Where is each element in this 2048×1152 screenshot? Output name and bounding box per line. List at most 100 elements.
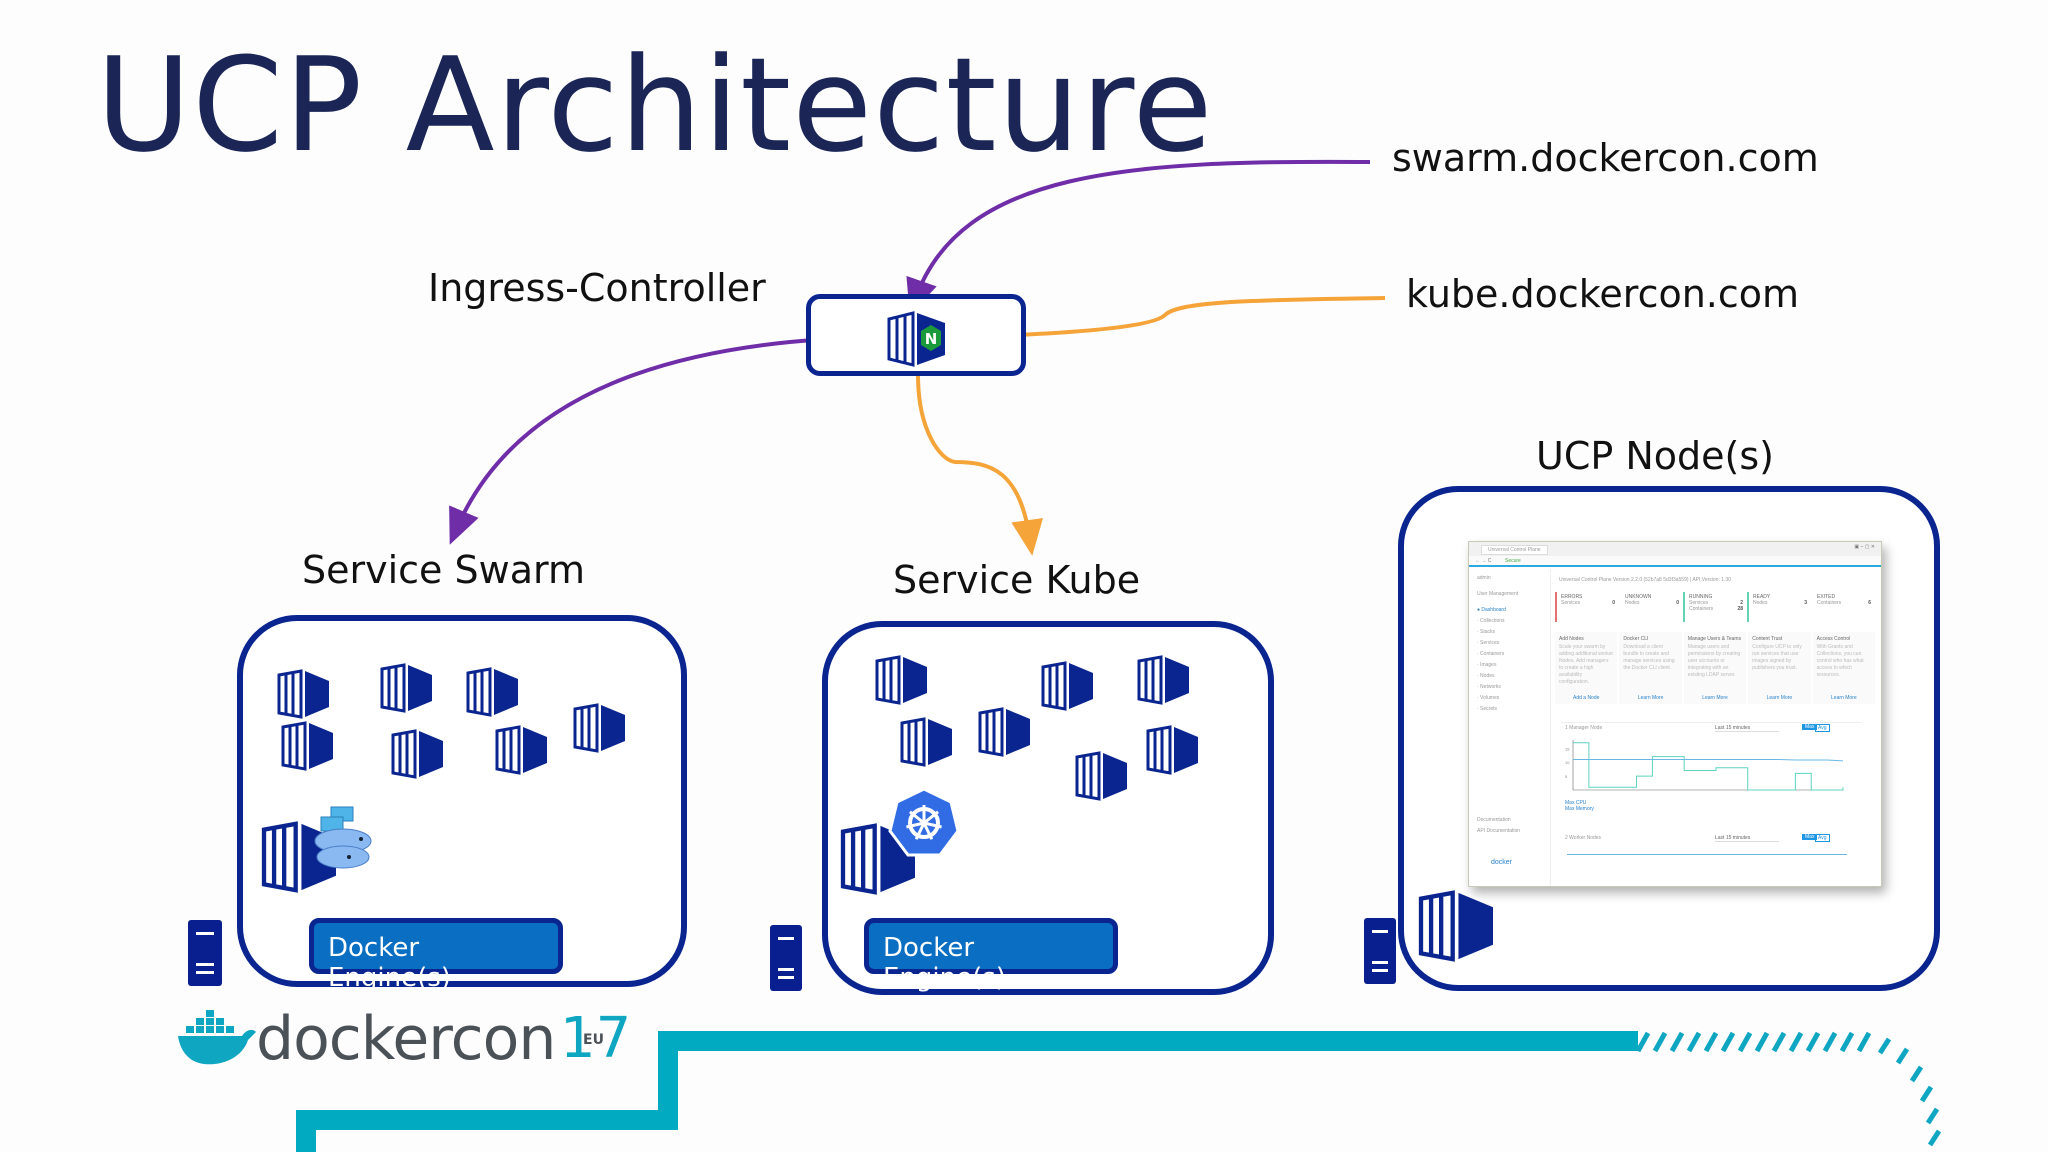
- ingress-controller-label: Ingress-Controller: [428, 266, 766, 310]
- hatch-mark: [1771, 1031, 1787, 1053]
- service-kube-cluster: Docker Engine(s): [822, 621, 1274, 995]
- container-icon: [380, 663, 434, 717]
- kube-docker-engine: Docker Engine(s): [864, 918, 1118, 993]
- hatch-mark: [1652, 1031, 1668, 1053]
- swarm-host-label: swarm.dockercon.com: [1392, 136, 1819, 180]
- hatch-mark: [1703, 1031, 1719, 1053]
- footer-stripe: [658, 1031, 1638, 1051]
- info-card: Manage Users & Teams Manage users and pe…: [1683, 632, 1747, 704]
- container-icon: [1137, 655, 1191, 709]
- legend-max-memory: Max Memory: [1565, 806, 1594, 812]
- sidebar-user: admin: [1477, 575, 1491, 581]
- hatch-mark: [1822, 1031, 1838, 1053]
- docker-swarm-whale-icon: [309, 801, 381, 877]
- window-controls: ▣ – ▢ ✕: [1854, 544, 1875, 550]
- browser-tab: Universal Control Plane: [1481, 545, 1548, 555]
- sidebar-items: ● Dashboard · Collections · Stacks · Servic…: [1469, 607, 1550, 717]
- sidebar-item[interactable]: · Collections: [1477, 618, 1505, 624]
- container-icon: [495, 725, 549, 779]
- info-card-link[interactable]: Learn More: [1766, 695, 1793, 701]
- container-icon: [261, 821, 339, 897]
- sidebar-item[interactable]: · Networks: [1477, 684, 1501, 690]
- sidebar-item[interactable]: · Secrets: [1477, 706, 1498, 712]
- service-swarm-cluster: Docker Engine(s): [237, 615, 687, 993]
- sidebar-item[interactable]: ● Dashboard: [1477, 607, 1506, 613]
- ucp-dashboard-screenshot: Universal Control Plane ▣ – ▢ ✕ ← → C Se…: [1468, 541, 1882, 887]
- info-card: Access Control With Grants and Collectio…: [1812, 632, 1876, 704]
- hatch-mark: [1737, 1031, 1753, 1053]
- y-tick-label: 10: [1565, 760, 1570, 765]
- series-max-cpu: [1573, 742, 1844, 791]
- manager-panel-title: 1 Manager Node: [1565, 725, 1603, 731]
- ucp-sidebar: admin User Management ● Dashboard · Colle…: [1469, 569, 1551, 886]
- series-max-memory: [1573, 758, 1844, 762]
- info-card: Content Trust Configure UCP to only run …: [1748, 632, 1811, 704]
- hatch-mark: [1877, 1037, 1892, 1055]
- browser-tabbar: Universal Control Plane ▣ – ▢ ✕: [1469, 542, 1881, 556]
- manager-range-select[interactable]: Last 15 minutes: [1715, 725, 1779, 732]
- worker-panel-title: 2 Worker Nodes: [1565, 835, 1602, 841]
- address-bar: Secure: [1505, 558, 1521, 564]
- sidebar-item[interactable]: · Volumes: [1477, 695, 1500, 701]
- worker-avg-toggle[interactable]: Avg: [1815, 834, 1830, 842]
- container-icon: [978, 707, 1032, 761]
- manager-avg-toggle[interactable]: Avg: [1815, 724, 1830, 732]
- server-icon: [188, 920, 222, 986]
- worker-range-select[interactable]: Last 15 minutes: [1715, 835, 1779, 842]
- kube-host-label: kube.dockercon.com: [1406, 272, 1800, 316]
- info-card-link[interactable]: Learn More: [1831, 695, 1857, 701]
- manager-usage-chart: 15 10 5: [1565, 740, 1844, 791]
- hatch-mark: [1927, 1129, 1942, 1147]
- hatch-mark: [1909, 1065, 1924, 1083]
- info-card-link[interactable]: Learn More: [1702, 695, 1728, 701]
- container-icon: [466, 667, 520, 721]
- container-icon: [875, 655, 929, 709]
- ingress-swarm-arrow: [449, 335, 881, 545]
- sidebar-item[interactable]: · Containers: [1477, 651, 1505, 657]
- ucp-nodes-label: UCP Node(s): [1536, 434, 1774, 478]
- hatch-mark: [1754, 1031, 1770, 1053]
- info-card: Docker CLI Download a client bundle to c…: [1619, 632, 1682, 704]
- container-icon: [900, 717, 954, 771]
- sidebar-item[interactable]: · Stacks: [1477, 629, 1496, 635]
- docker-whale-logo-icon: [178, 1010, 256, 1065]
- footer-stripe-lower-vertical: [296, 1110, 316, 1152]
- nginx-container-icon: N: [887, 311, 945, 367]
- swarm-docker-engine: Docker Engine(s): [309, 918, 563, 993]
- container-icon: [573, 703, 627, 757]
- info-card-link[interactable]: Learn More: [1637, 695, 1664, 701]
- kube-ingress-arrow: [944, 296, 1386, 353]
- sidebar-item[interactable]: · Services: [1477, 640, 1500, 646]
- manager-max-toggle[interactable]: Max: [1802, 724, 1818, 730]
- legend-max-cpu: Max CPU: [1565, 800, 1587, 806]
- y-tick-label: 5: [1565, 774, 1568, 779]
- hatch-mark: [1925, 1107, 1940, 1125]
- dockercon-region: EU: [583, 1032, 604, 1048]
- hatch-mark: [1839, 1031, 1855, 1053]
- worker-max-toggle[interactable]: Max: [1802, 834, 1818, 840]
- sidebar-item[interactable]: · Images: [1477, 662, 1497, 668]
- kubernetes-icon: [888, 787, 960, 863]
- container-icon: [1041, 661, 1095, 715]
- info-card-link[interactable]: Add a Node: [1572, 695, 1600, 701]
- container-icon: [277, 669, 331, 723]
- footer-stripe-lower: [296, 1110, 678, 1130]
- hatch-mark: [1895, 1047, 1910, 1065]
- footer-hatch-pattern: [1635, 1031, 1942, 1147]
- sidebar-item[interactable]: · Nodes: [1477, 673, 1495, 679]
- sidebar-user-management: User Management: [1477, 591, 1519, 597]
- server-icon: [770, 925, 802, 991]
- hatch-mark: [1805, 1031, 1821, 1053]
- y-tick-label: 15: [1565, 746, 1570, 751]
- service-kube-label: Service Kube: [893, 558, 1141, 602]
- ingress-controller-box: N: [806, 294, 1026, 376]
- dockercon-wordmark: dockercon: [256, 1004, 556, 1074]
- container-icon: [1146, 725, 1200, 779]
